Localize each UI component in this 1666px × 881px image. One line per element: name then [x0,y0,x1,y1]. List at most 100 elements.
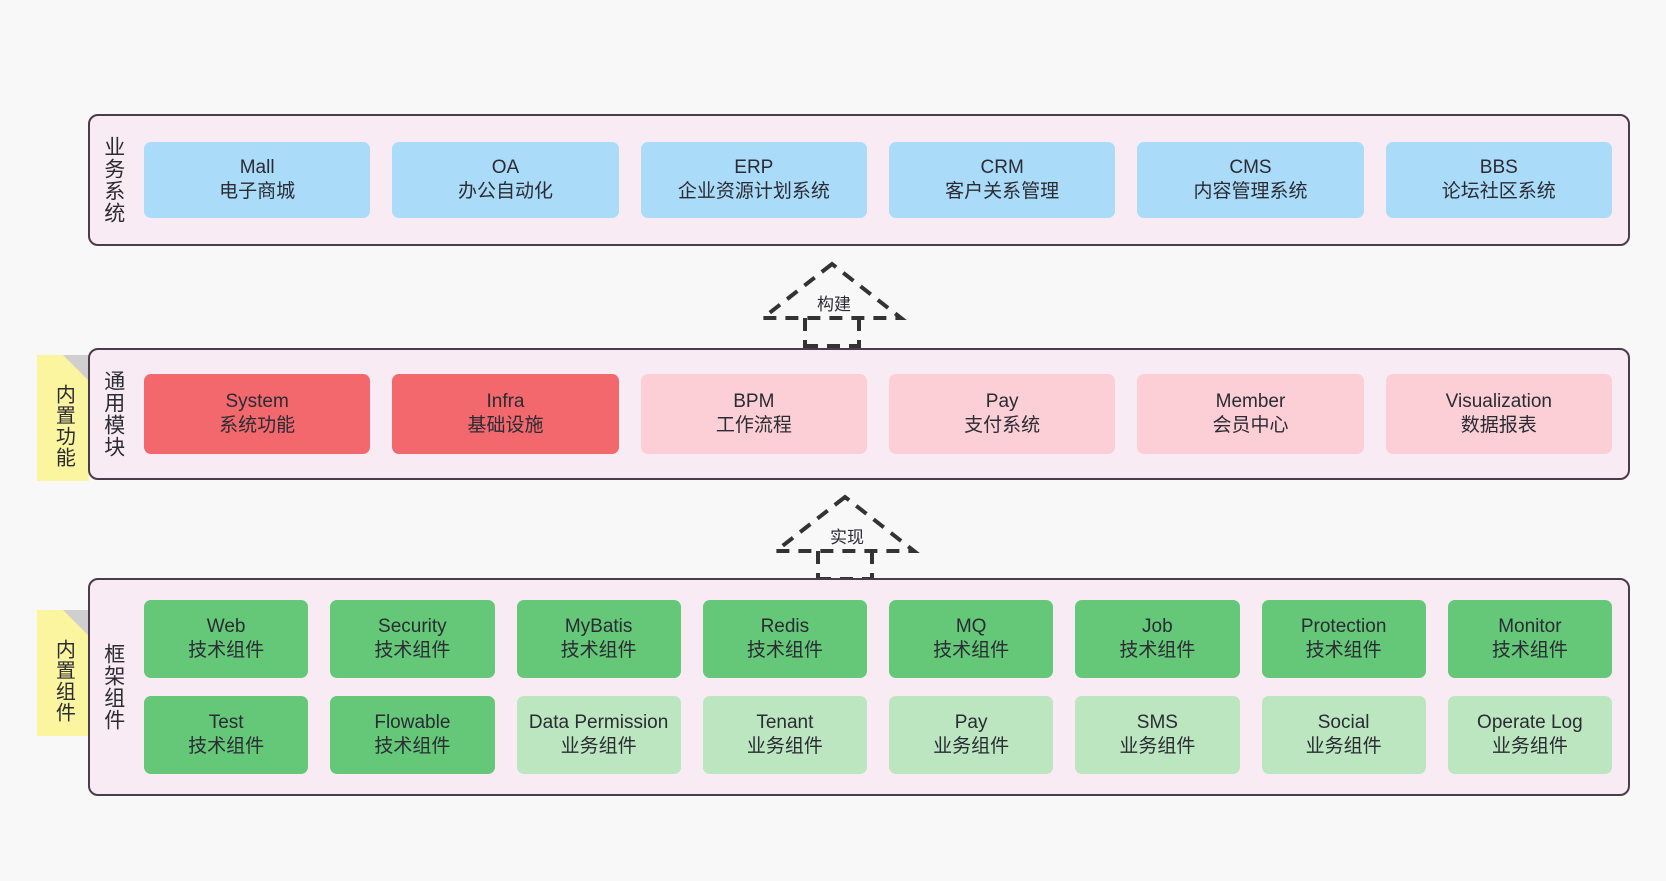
box-erp-name: ERP [734,156,774,178]
box-mall-desc: 电子商城 [219,181,296,202]
box-visualization[interactable]: Visualization 数据报表 [1385,374,1612,454]
box-mybatis-name: MyBatis [564,615,633,637]
box-pay-component-name: Pay [954,711,988,733]
box-visualization-name: Visualization [1445,390,1552,412]
box-social[interactable]: Social 业务组件 [1261,696,1426,774]
box-system[interactable]: System 系统功能 [144,374,371,454]
box-bpm-desc: 工作流程 [715,415,792,436]
note-fold-icon [63,610,89,636]
box-mall-name: Mall [239,156,275,178]
layer-title-framework: 框架组件 [101,643,125,731]
box-oa-desc: 办公自动化 [457,181,553,202]
box-job-desc: 技术组件 [1119,640,1196,661]
layer-body-business: Mall 电子商城 OA 办公自动化 ERP 企业资源计划系统 CRM 客户关系… [136,116,1628,244]
box-job-name: Job [1142,615,1173,637]
box-mybatis[interactable]: MyBatis 技术组件 [516,600,681,678]
box-operate-log[interactable]: Operate Log 业务组件 [1447,696,1612,774]
layer-title-business: 业务系统 [101,136,125,224]
box-infra-name: Infra [486,390,525,412]
box-security-name: Security [378,615,447,637]
box-job[interactable]: Job 技术组件 [1075,600,1240,678]
box-oa[interactable]: OA 办公自动化 [392,142,619,218]
layer-title-modules: 通用模块 [101,370,125,458]
connector-build-glyph [757,261,907,348]
layer-body-modules: System 系统功能 Infra 基础设施 BPM 工作流程 Pay 支付系统… [136,350,1628,478]
box-test[interactable]: Test 技术组件 [144,696,309,774]
layer-body-framework: Web 技术组件 Security 技术组件 MyBatis 技术组件 Redi… [136,580,1628,794]
note-builtin-features-label: 内置功能 [52,384,75,468]
box-system-desc: 系统功能 [219,415,296,436]
box-erp-desc: 企业资源计划系统 [677,181,830,202]
box-monitor-desc: 技术组件 [1491,640,1568,661]
box-mq[interactable]: MQ 技术组件 [889,600,1054,678]
connector-implement-label: 实现 [828,523,866,548]
box-pay-module-name: Pay [985,390,1019,412]
box-oa-name: OA [491,156,520,178]
box-security[interactable]: Security 技术组件 [330,600,495,678]
note-builtin-components: 内置组件 [37,610,89,736]
box-flowable[interactable]: Flowable 技术组件 [330,696,495,774]
box-pay-module-desc: 支付系统 [964,415,1041,436]
box-infra-desc: 基础设施 [467,415,544,436]
framework-row-biz: Test 技术组件 Flowable 技术组件 Data Permission … [144,696,1612,774]
note-fold-icon [63,355,89,381]
box-data-permission-name: Data Permission [528,711,669,733]
connector-build-label: 构建 [815,290,853,315]
box-sms-desc: 业务组件 [1119,736,1196,757]
box-operate-log-name: Operate Log [1477,711,1583,733]
box-cms-name: CMS [1229,156,1272,178]
box-tenant-name: Tenant [756,711,814,733]
box-mybatis-desc: 技术组件 [560,640,637,661]
box-monitor-name: Monitor [1498,615,1562,637]
layer-general-modules: 通用模块 System 系统功能 Infra 基础设施 BPM 工作流程 Pay… [88,348,1630,480]
business-row: Mall 电子商城 OA 办公自动化 ERP 企业资源计划系统 CRM 客户关系… [144,142,1612,218]
box-pay-component-desc: 业务组件 [933,736,1010,757]
box-protection[interactable]: Protection 技术组件 [1261,600,1426,678]
box-web[interactable]: Web 技术组件 [144,600,309,678]
box-bpm[interactable]: BPM 工作流程 [640,374,867,454]
box-cms-desc: 内容管理系统 [1193,181,1308,202]
box-tenant[interactable]: Tenant 业务组件 [702,696,867,774]
box-operate-log-desc: 业务组件 [1491,736,1568,757]
box-protection-desc: 技术组件 [1305,640,1382,661]
box-visualization-desc: 数据报表 [1460,415,1537,436]
note-builtin-features: 内置功能 [37,355,89,481]
box-web-desc: 技术组件 [188,640,265,661]
box-sms[interactable]: SMS 业务组件 [1075,696,1240,774]
box-pay-component[interactable]: Pay 业务组件 [889,696,1054,774]
box-member-name: Member [1215,390,1286,412]
box-test-name: Test [208,711,244,733]
box-web-name: Web [206,615,246,637]
box-erp[interactable]: ERP 企业资源计划系统 [640,142,867,218]
box-tenant-desc: 业务组件 [746,736,823,757]
box-redis-name: Redis [760,615,810,637]
box-bbs-name: BBS [1479,156,1518,178]
box-system-name: System [225,390,289,412]
box-flowable-name: Flowable [374,711,451,733]
box-crm-desc: 客户关系管理 [945,181,1060,202]
box-social-name: Social [1317,711,1370,733]
box-mq-name: MQ [955,615,987,637]
layer-framework-components: 框架组件 Web 技术组件 Security 技术组件 MyBatis 技术组件… [88,578,1630,796]
box-monitor[interactable]: Monitor 技术组件 [1447,600,1612,678]
box-redis[interactable]: Redis 技术组件 [702,600,867,678]
framework-row-tech: Web 技术组件 Security 技术组件 MyBatis 技术组件 Redi… [144,600,1612,678]
box-social-desc: 业务组件 [1305,736,1382,757]
box-mq-desc: 技术组件 [933,640,1010,661]
box-mall[interactable]: Mall 电子商城 [144,142,371,218]
box-pay-module[interactable]: Pay 支付系统 [888,374,1116,454]
box-data-permission[interactable]: Data Permission 业务组件 [516,696,681,774]
box-crm[interactable]: CRM 客户关系管理 [888,142,1116,218]
box-crm-name: CRM [980,156,1024,178]
box-sms-name: SMS [1136,711,1178,733]
box-bbs[interactable]: BBS 论坛社区系统 [1385,142,1612,218]
box-protection-name: Protection [1300,615,1387,637]
box-bpm-name: BPM [733,390,775,412]
box-infra[interactable]: Infra 基础设施 [392,374,619,454]
box-member[interactable]: Member 会员中心 [1137,374,1364,454]
box-bbs-desc: 论坛社区系统 [1441,181,1556,202]
box-cms[interactable]: CMS 内容管理系统 [1137,142,1364,218]
layer-business-systems: 业务系统 Mall 电子商城 OA 办公自动化 ERP 企业资源计划系统 CRM… [88,114,1630,246]
box-test-desc: 技术组件 [188,736,265,757]
